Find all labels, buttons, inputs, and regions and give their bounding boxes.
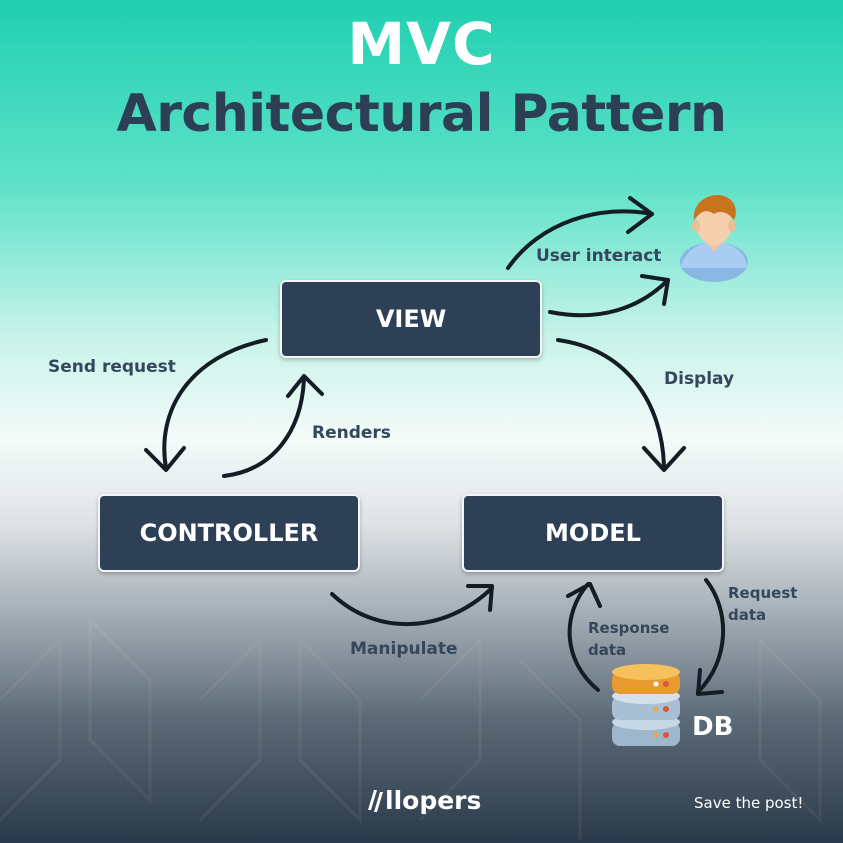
label-manipulate: Manipulate — [350, 639, 458, 659]
db-label: DB — [692, 712, 734, 742]
controller-node: CONTROLLER — [98, 494, 360, 572]
label-response-data-line2: data — [588, 641, 627, 659]
label-request-data-line1: Request — [728, 584, 798, 602]
brand-name: llopers — [385, 786, 482, 815]
arrow-view-to-model — [556, 338, 686, 472]
title-architectural-pattern: Architectural Pattern — [116, 84, 728, 144]
label-request-data-line2: data — [728, 606, 767, 624]
llopers-logo-icon — [368, 789, 383, 812]
save-the-post-note: Save the post! — [694, 794, 804, 812]
label-renders: Renders — [312, 423, 391, 443]
arrow-view-to-user-lower — [548, 274, 670, 318]
label-response-data: Response data — [588, 617, 669, 661]
view-node: VIEW — [280, 280, 542, 358]
arrow-view-to-controller — [144, 338, 268, 472]
arrow-view-to-user-upper — [506, 196, 654, 270]
title-mvc: MVC — [347, 10, 496, 78]
user-avatar-icon — [680, 195, 748, 282]
database-icon — [612, 664, 680, 746]
arrow-model-to-db — [696, 578, 725, 696]
label-display: Display — [664, 369, 735, 389]
label-request-data: Request data — [728, 582, 797, 626]
arrow-controller-to-model — [330, 584, 494, 626]
model-node: MODEL — [462, 494, 724, 572]
arrow-controller-to-view — [222, 374, 324, 478]
label-user-interact: User interact — [536, 246, 662, 266]
brand-logo: llopers — [366, 786, 481, 815]
label-send-request: Send request — [48, 357, 176, 377]
label-response-data-line1: Response — [588, 619, 670, 637]
arrow-db-to-model — [566, 582, 602, 692]
